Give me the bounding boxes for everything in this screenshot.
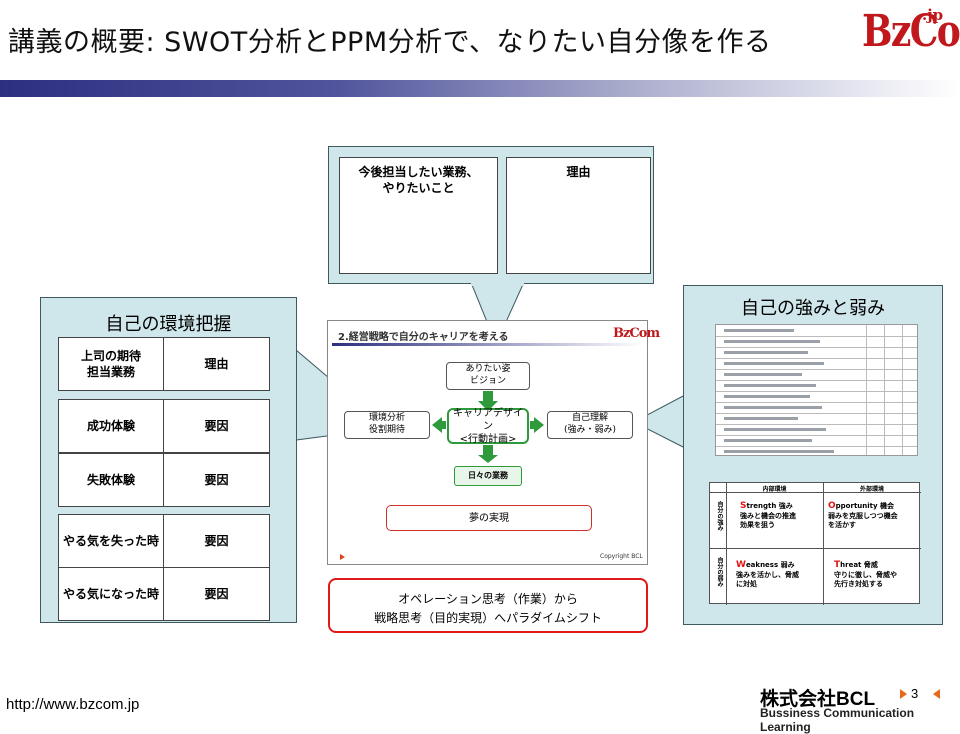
slide-thumb-bar	[332, 343, 644, 346]
swot-row-strengths: 自分の強み	[716, 501, 723, 531]
swot-weakness-cell: Weakness 弱み 強みを活かし、脅威 に対処	[736, 560, 799, 588]
slide-thumb-copyright: Copyright BCL	[600, 553, 643, 560]
bzcom-logo-suffix: .jp	[922, 6, 944, 24]
gained-motivation-cell: やる気になった時	[58, 567, 164, 621]
lost-motivation-factor-cell: 要因	[163, 514, 270, 568]
future-work-panel: 今後担当したい業務、 やりたいこと 理由	[328, 146, 654, 284]
success-factor-cell: 要因	[163, 399, 270, 453]
paradigm-shift-callout: オペレーション思考（作業）から 戦略思考（目的実現）へパラダイムシフト	[328, 578, 648, 633]
flow-self-understanding-box: 自己理解 (強み・弱み)	[547, 411, 633, 439]
slide-title: 講義の概要: SWOT分析とPPM分析で、なりたい自分像を作る	[8, 27, 772, 58]
flow-environment-box: 環境分析 役割期待	[344, 411, 430, 439]
flow-career-design-box: キャリアデザイン <行動計画>	[447, 408, 529, 445]
company-name: 株式会社BCL	[760, 689, 876, 710]
failure-experience-cell: 失敗体験	[58, 453, 164, 507]
boss-expectation-cell: 上司の期待 担当業務	[58, 337, 164, 391]
flow-daily-work-box: 日々の業務	[454, 466, 522, 486]
company-subtitle: Bussiness Communication Learning	[760, 706, 915, 734]
career-strategy-slide: 2.経営戦略で自分のキャリアを考える BzCom ありたい姿 ビジョン 環境分析…	[327, 320, 660, 565]
next-page-icon[interactable]	[900, 689, 907, 699]
strengths-weaknesses-title: 自己の強みと弱み	[741, 298, 885, 319]
flow-dream-box: 夢の実現	[386, 505, 592, 531]
environment-panel-title: 自己の環境把握	[105, 314, 232, 335]
swot-matrix: 内部環境 外部環境 自分の強み 自分の弱み Strength 強み 強みと機会の…	[709, 482, 921, 605]
failure-factor-cell: 要因	[163, 453, 270, 507]
paradigm-shift-line1: オペレーション思考（作業）から	[398, 592, 578, 606]
gained-motivation-factor-cell: 要因	[163, 567, 270, 621]
environment-panel: 自己の環境把握 上司の期待 担当業務 理由 成功体験 要因 失敗体験 要因 やる…	[40, 297, 297, 623]
swot-opportunity-cell: Opportunity 機会 弱みを克服しつつ機会 を活かす	[828, 501, 898, 529]
swot-strength-cell: Strength 強み 強みと機会の推進 効果を狙う	[740, 501, 796, 529]
swot-col-internal: 内部環境	[762, 486, 787, 493]
slide-thumb-logo: BzCom	[613, 326, 660, 341]
flow-arrows	[432, 391, 544, 463]
swot-row-weaknesses: 自分の弱み	[716, 557, 723, 587]
flow-vision-box: ありたい姿 ビジョン	[446, 362, 530, 390]
success-experience-cell: 成功体験	[58, 399, 164, 453]
boss-expectation-reason-cell: 理由	[163, 337, 270, 391]
header-gradient-bar	[0, 80, 960, 97]
swot-col-external: 外部環境	[859, 486, 884, 493]
tail-joint-top	[471, 282, 524, 286]
future-work-reason-cell: 理由	[506, 157, 651, 274]
self-assessment-sheet-thumbnail	[715, 324, 918, 456]
paradigm-shift-line2: 戦略思考（目的実現）へパラダイムシフト	[374, 610, 602, 625]
page-number: 3	[911, 686, 919, 701]
slide-thumb-title: 2.経営戦略で自分のキャリアを考える	[338, 332, 509, 343]
lost-motivation-cell: やる気を失った時	[58, 514, 164, 568]
bzcom-logo: BzCom	[862, 6, 960, 57]
strengths-weaknesses-panel: 自己の強みと弱み 内部環境 外部環境	[683, 285, 943, 625]
prev-page-icon[interactable]	[933, 689, 940, 699]
slide-thumb-nav-icon	[340, 554, 345, 560]
footer-url-link[interactable]: http://www.bzcom.jp	[6, 696, 140, 713]
future-work-cell: 今後担当したい業務、 やりたいこと	[339, 157, 498, 274]
swot-threat-cell: Threat 脅威 守りに徹し、脅威や 先行き対処する	[834, 560, 897, 588]
